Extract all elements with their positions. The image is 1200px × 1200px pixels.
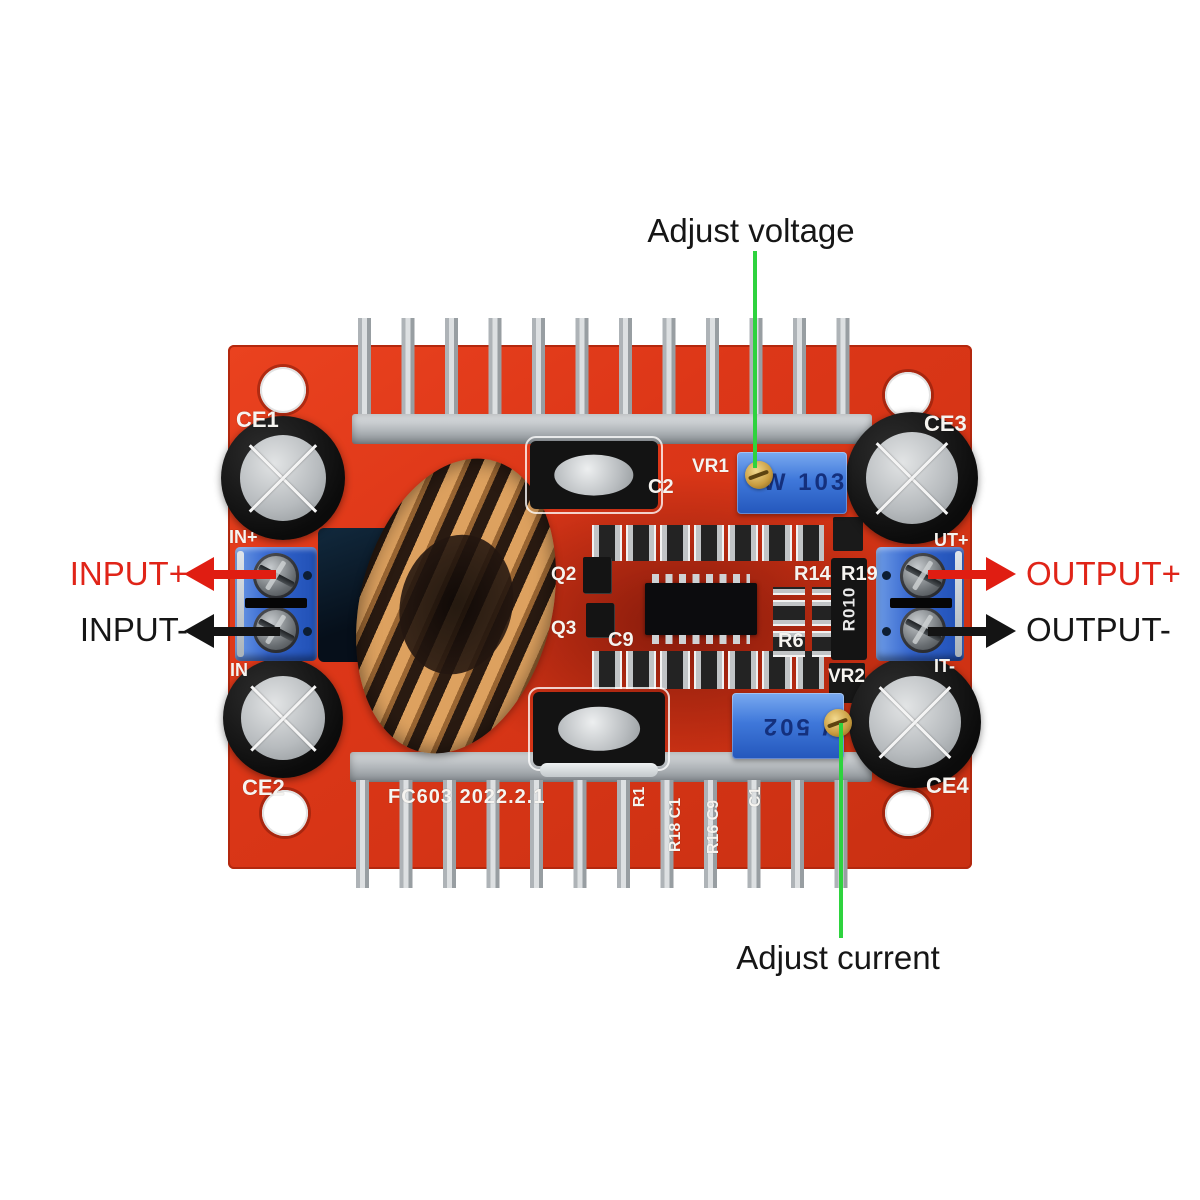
heatsink-base <box>352 414 872 444</box>
terminal-dot <box>882 627 891 636</box>
smd-resistor-row <box>592 525 824 561</box>
capacitor-vent-top <box>239 434 327 522</box>
mounting-hole <box>260 367 306 413</box>
mounting-hole <box>262 790 308 836</box>
mounting-hole <box>885 790 931 836</box>
silkscreen-r18-c1: R18 C1 <box>667 797 684 853</box>
capacitor-top-surface <box>554 454 634 496</box>
inductor-core-hole <box>385 522 528 687</box>
transistor-q2 <box>583 557 611 593</box>
adjust-current-label: Adjust current <box>736 939 940 976</box>
terminal-dot <box>303 571 312 580</box>
adjust-voltage-label: Adjust voltage <box>647 212 855 249</box>
output-minus-label: OUTPUT- <box>1026 611 1171 648</box>
smd-component <box>833 517 863 551</box>
smd-capacitor-bottom <box>528 687 670 771</box>
heatsink-top <box>352 318 872 444</box>
silkscreen-in-minus: IN <box>230 660 248 680</box>
silkscreen-r16-c9: R16 C9 <box>705 799 722 855</box>
mounting-hole <box>885 372 931 418</box>
pcb-board: R010 <box>221 318 981 888</box>
heatsink-fins <box>358 318 866 420</box>
silkscreen-vr2: VR2 <box>828 666 865 687</box>
silkscreen-date-code: FC603 2022.2.1 <box>388 786 546 808</box>
current-trimmer-vr2: W 502 <box>732 693 852 759</box>
arrow-head-icon <box>986 614 1016 648</box>
silkscreen-q3: Q3 <box>551 618 577 639</box>
arrow-head-icon <box>184 557 214 591</box>
capacitor-top-surface <box>558 706 640 752</box>
arrow-shaft <box>212 570 276 579</box>
silkscreen-ce3: CE3 <box>924 411 967 436</box>
output-terminal-block <box>876 547 964 661</box>
heatsink-fins <box>356 780 866 888</box>
capacitor-vent-top <box>868 675 962 769</box>
trimmer-marking: W 103 <box>762 469 848 496</box>
terminal-slot <box>245 598 307 608</box>
smd-resistor-column <box>773 587 805 657</box>
arrow-shaft <box>212 627 280 636</box>
silkscreen-in-plus: IN+ <box>229 527 258 547</box>
silkscreen-ce1: CE1 <box>236 407 279 432</box>
silkscreen-c2: C2 <box>648 476 674 498</box>
electrolytic-capacitor-ce1 <box>221 416 345 540</box>
silkscreen-r19: R19 <box>841 563 878 585</box>
silkscreen-out-plus: UT+ <box>934 530 969 550</box>
adjust-current-pointer-line <box>839 723 843 938</box>
silkscreen-r6: R6 <box>778 630 804 652</box>
silkscreen-out-minus: IT- <box>934 656 955 676</box>
solder-blob <box>540 763 658 777</box>
electrolytic-capacitor-ce2 <box>223 658 343 778</box>
silkscreen-ce4: CE4 <box>926 773 969 798</box>
silkscreen-ce2: CE2 <box>242 775 285 800</box>
controller-ic-chip <box>645 574 757 644</box>
silkscreen-q2: Q2 <box>551 564 577 585</box>
voltage-adjust-screw <box>745 461 773 489</box>
capacitor-vent-top <box>865 431 959 525</box>
electrolytic-capacitor-ce3 <box>846 412 978 544</box>
silkscreen-vr1: VR1 <box>692 456 729 477</box>
current-shunt-resistor: R010 <box>831 558 867 660</box>
electrolytic-capacitor-ce4 <box>849 656 981 788</box>
input-terminal-block <box>235 547 317 661</box>
silkscreen-c1: C1 <box>747 786 764 808</box>
input-minus-label: INPUT- <box>79 611 188 648</box>
arrow-shaft <box>928 570 988 579</box>
arrow-head-icon <box>986 557 1016 591</box>
adjust-voltage-pointer-line <box>753 251 757 468</box>
arrow-head-icon <box>184 614 214 648</box>
silkscreen-r1: R1 <box>631 786 648 808</box>
silkscreen-r14: R14 <box>794 563 831 585</box>
capacitor-vent-top <box>241 676 325 760</box>
smd-resistor-row <box>592 651 824 689</box>
terminal-dot <box>882 571 891 580</box>
transistor-q3 <box>586 603 614 637</box>
arrow-shaft <box>928 627 988 636</box>
output-plus-label: OUTPUT+ <box>1026 555 1181 592</box>
shunt-marking: R010 <box>839 586 859 632</box>
current-adjust-screw <box>824 709 852 737</box>
input-plus-label: INPUT+ <box>69 555 188 592</box>
terminal-dot <box>303 627 312 636</box>
silkscreen-c9: C9 <box>608 629 634 651</box>
smd-capacitor-top <box>525 436 663 514</box>
terminal-slot <box>890 598 952 608</box>
